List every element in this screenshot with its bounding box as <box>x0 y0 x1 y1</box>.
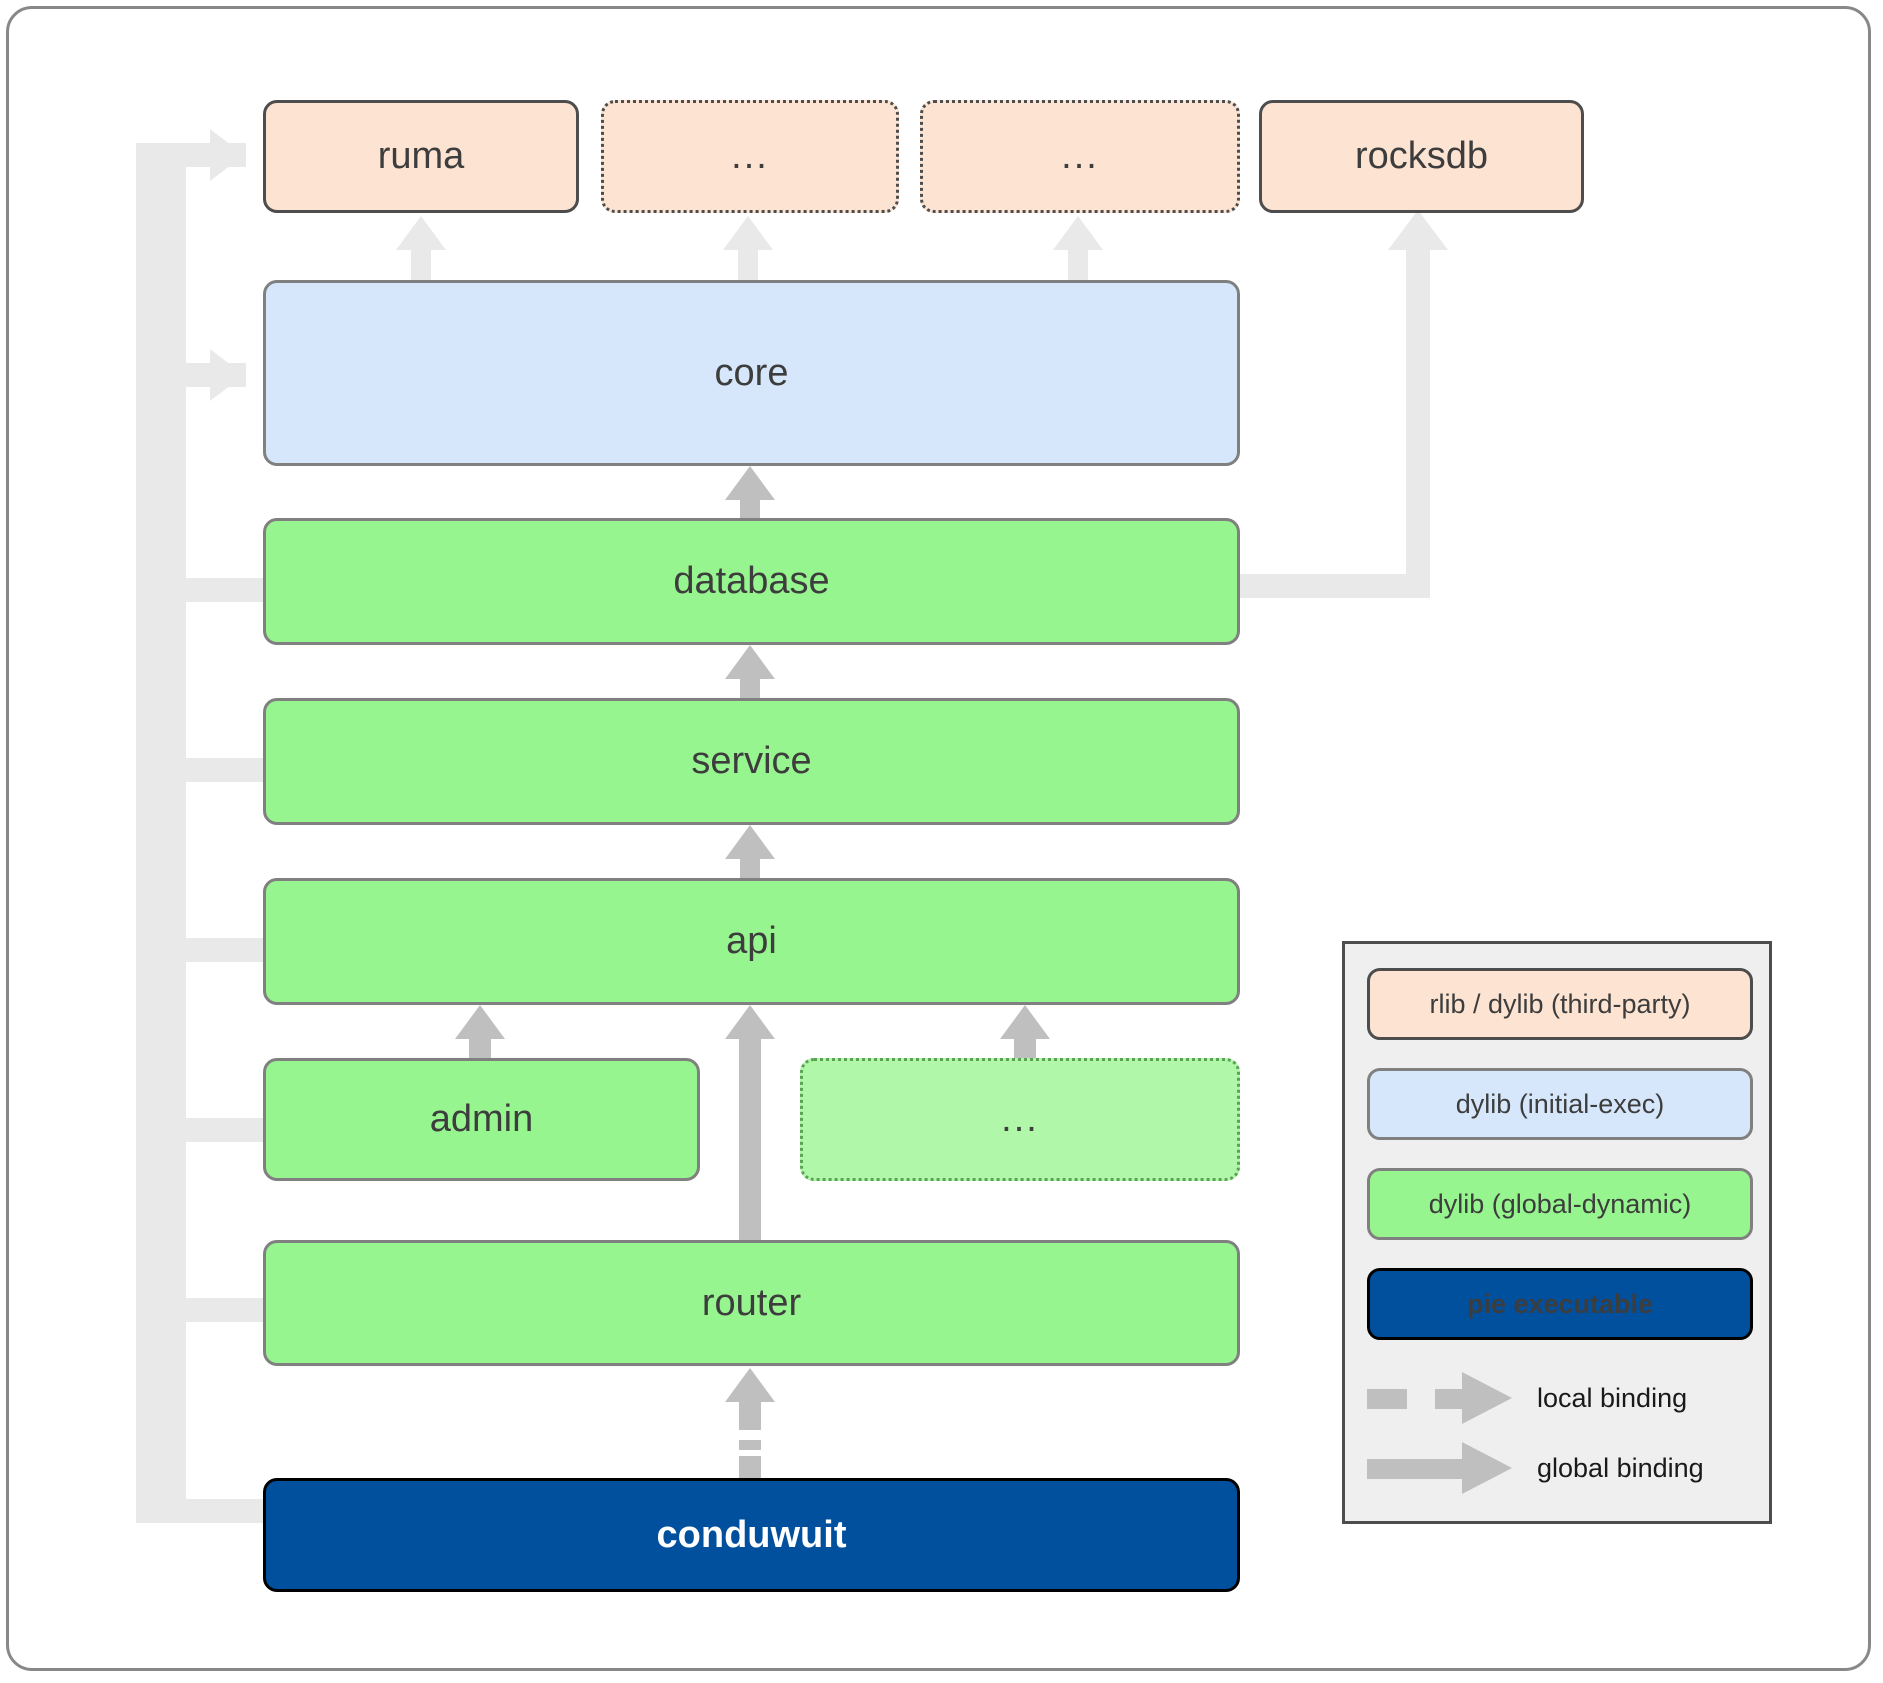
legend-label-global-dynamic: dylib (global-dynamic) <box>1428 1188 1692 1219</box>
legend-row-global-binding: global binding <box>1367 1438 1753 1498</box>
node-service[interactable]: service <box>263 698 1240 825</box>
bus-arrowhead-ruma <box>210 129 244 181</box>
node-api-extra-label: ... <box>1001 1098 1039 1140</box>
local-binding-arrow-icon <box>1367 1372 1517 1424</box>
bus-branch-router <box>162 1298 266 1322</box>
node-admin-label: admin <box>429 1098 534 1140</box>
node-third-extra-2[interactable]: ... <box>920 100 1240 213</box>
node-admin[interactable]: admin <box>263 1058 700 1181</box>
bus-arrowhead-rocksdb <box>1388 210 1448 250</box>
arrow-router-to-api <box>725 1005 775 1247</box>
legend-label-local-binding: local binding <box>1537 1382 1688 1413</box>
node-rocksdb-label: rocksdb <box>1354 135 1489 177</box>
node-conduwuit-label: conduwuit <box>656 1513 847 1556</box>
node-ruma[interactable]: ruma <box>263 100 579 213</box>
bus-trunk-vertical <box>136 143 162 1523</box>
node-rocksdb[interactable]: rocksdb <box>1259 100 1584 213</box>
legend-label-initial-exec: dylib (initial-exec) <box>1455 1088 1665 1119</box>
bus-branch-api <box>162 938 266 962</box>
arrow-service-to-database <box>725 645 775 707</box>
node-third-extra-1[interactable]: ... <box>601 100 899 213</box>
node-database-label: database <box>673 560 830 602</box>
arrow-admin-to-api <box>455 1005 505 1067</box>
bus-database-rocksdb-vertical <box>1406 250 1430 598</box>
node-service-label: service <box>691 740 812 782</box>
bus-arrowhead-core <box>210 349 244 401</box>
bus-branch-admin <box>162 1118 266 1142</box>
global-binding-arrow-icon <box>1367 1442 1517 1494</box>
node-api-extra[interactable]: ... <box>800 1058 1240 1181</box>
bus-branch-conduwuit <box>136 1499 266 1523</box>
legend-swatch-third-party: rlib / dylib (third-party) <box>1367 968 1753 1040</box>
node-third-extra-2-label: ... <box>1061 135 1099 177</box>
bus-branch-database <box>162 578 266 602</box>
legend-swatch-initial-exec: dylib (initial-exec) <box>1367 1068 1753 1140</box>
node-database[interactable]: database <box>263 518 1240 645</box>
bus-database-rocksdb-horizontal <box>1240 574 1430 598</box>
arrow-conduwuit-to-router <box>725 1368 775 1478</box>
legend-panel: rlib / dylib (third-party) dylib (initia… <box>1342 941 1772 1524</box>
arrow-core-to-third-extra-2 <box>1053 216 1103 280</box>
bus-branch-service <box>162 758 266 782</box>
node-core[interactable]: core <box>263 280 1240 466</box>
node-core-label: core <box>714 351 789 394</box>
node-router[interactable]: router <box>263 1240 1240 1366</box>
arrow-core-to-third-extra-1 <box>723 216 773 280</box>
legend-label-third-party: rlib / dylib (third-party) <box>1429 988 1691 1019</box>
node-third-extra-1-label: ... <box>731 135 769 177</box>
legend-label-pie-executable: pie executable <box>1466 1288 1654 1319</box>
arrow-core-to-ruma <box>396 216 446 280</box>
legend-row-local-binding: local binding <box>1367 1368 1753 1428</box>
legend-swatch-pie-executable: pie executable <box>1367 1268 1753 1340</box>
node-router-label: router <box>701 1281 802 1324</box>
legend-swatch-global-dynamic: dylib (global-dynamic) <box>1367 1168 1753 1240</box>
node-api-label: api <box>726 920 777 962</box>
node-api[interactable]: api <box>263 878 1240 1005</box>
node-conduwuit[interactable]: conduwuit <box>263 1478 1240 1592</box>
bus-riser-vertical <box>162 166 186 1523</box>
node-ruma-label: ruma <box>377 135 465 177</box>
legend-label-global-binding: global binding <box>1537 1452 1704 1483</box>
